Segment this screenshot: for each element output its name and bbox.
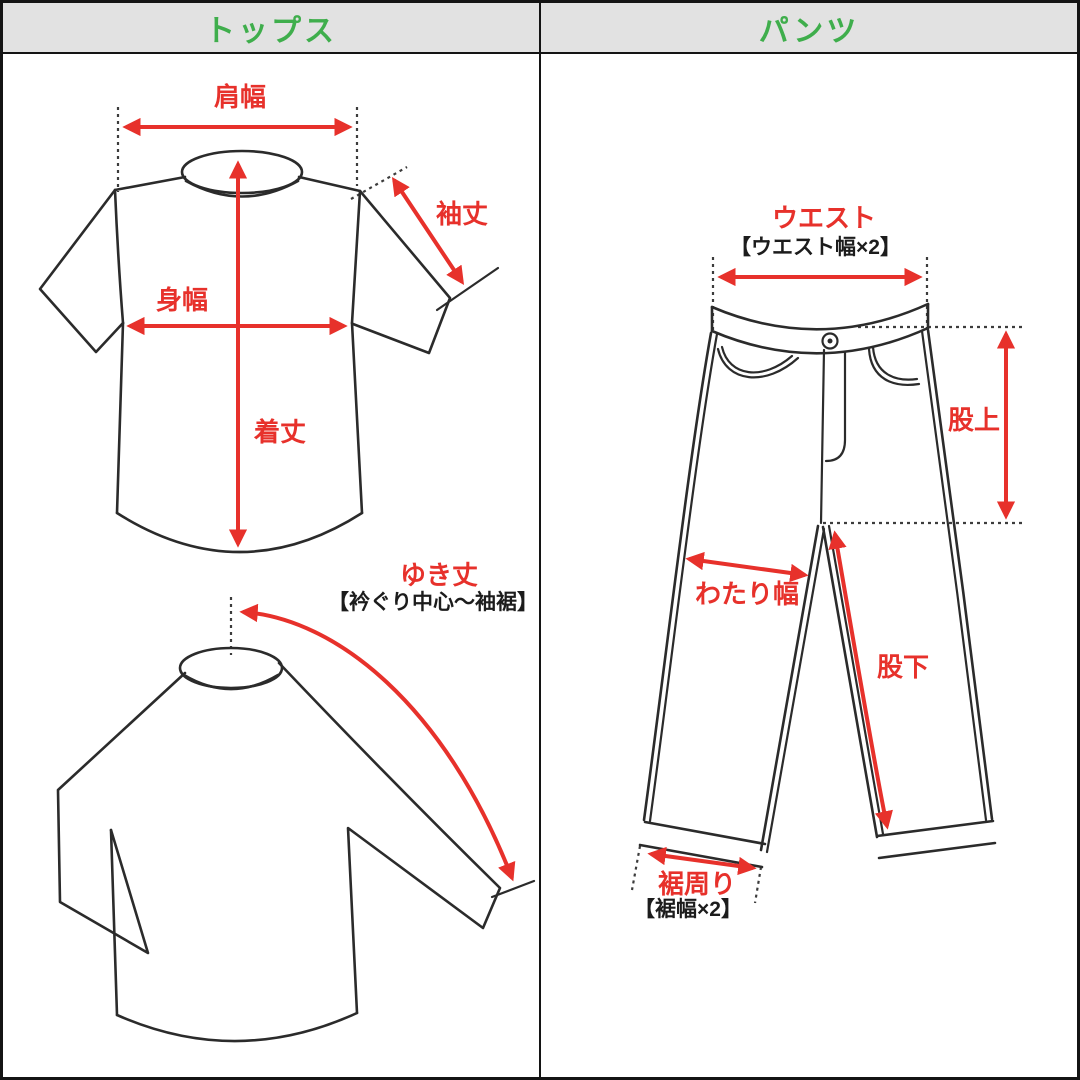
waist-button [821, 332, 839, 350]
header-row: トップス パンツ [3, 3, 1077, 54]
content-row: 肩幅 袖丈 身幅 着丈 ゆき丈 【衿ぐり中心〜袖裾】 [3, 54, 1077, 1077]
longsleeve-outline [56, 646, 536, 1043]
pants-panel: ウエスト 【ウエスト幅×2】 股上 わたり幅 股下 裾周り 【裾幅×2】 [541, 54, 1077, 1077]
hem-guide-right [753, 866, 763, 904]
body-width-label: 身幅 [156, 285, 209, 315]
yuki-length-note: 【衿ぐり中心〜袖裾】 [328, 591, 538, 614]
thigh-width-label: わたり幅 [695, 579, 800, 609]
hem-around-label: 裾周り [658, 869, 737, 899]
inseam-label: 股下 [877, 652, 930, 682]
tshirt-outline [38, 149, 500, 554]
tops-diagram [38, 107, 536, 1043]
garment-length-label: 着丈 [254, 417, 307, 447]
yuki-length-label: ゆき丈 [400, 560, 479, 590]
thigh-width-arrow [685, 551, 809, 583]
inseam-arrow [828, 530, 893, 830]
yuki-length-arrow [239, 603, 516, 882]
tops-header: トップス [3, 3, 541, 54]
waist-label: ウエスト [772, 203, 877, 233]
tops-header-label: トップス [205, 14, 337, 48]
pants-diagram [630, 257, 1026, 904]
rise-label: 股上 [948, 405, 1001, 435]
pants-outline [638, 302, 997, 869]
tops-panel: 肩幅 袖丈 身幅 着丈 ゆき丈 【衿ぐり中心〜袖裾】 [3, 54, 541, 1077]
hem-arrow [647, 846, 757, 876]
waist-note: 【ウエスト幅×2】 [730, 236, 901, 259]
pants-header: パンツ [541, 3, 1077, 54]
hem-note: 【裾幅×2】 [634, 898, 742, 921]
sleeve-length-arrow [391, 176, 465, 286]
hem-guide-left [630, 845, 642, 891]
sleeve-length-label: 袖丈 [436, 199, 489, 229]
shoulder-width-label: 肩幅 [214, 82, 267, 112]
pants-header-label: パンツ [758, 14, 860, 48]
